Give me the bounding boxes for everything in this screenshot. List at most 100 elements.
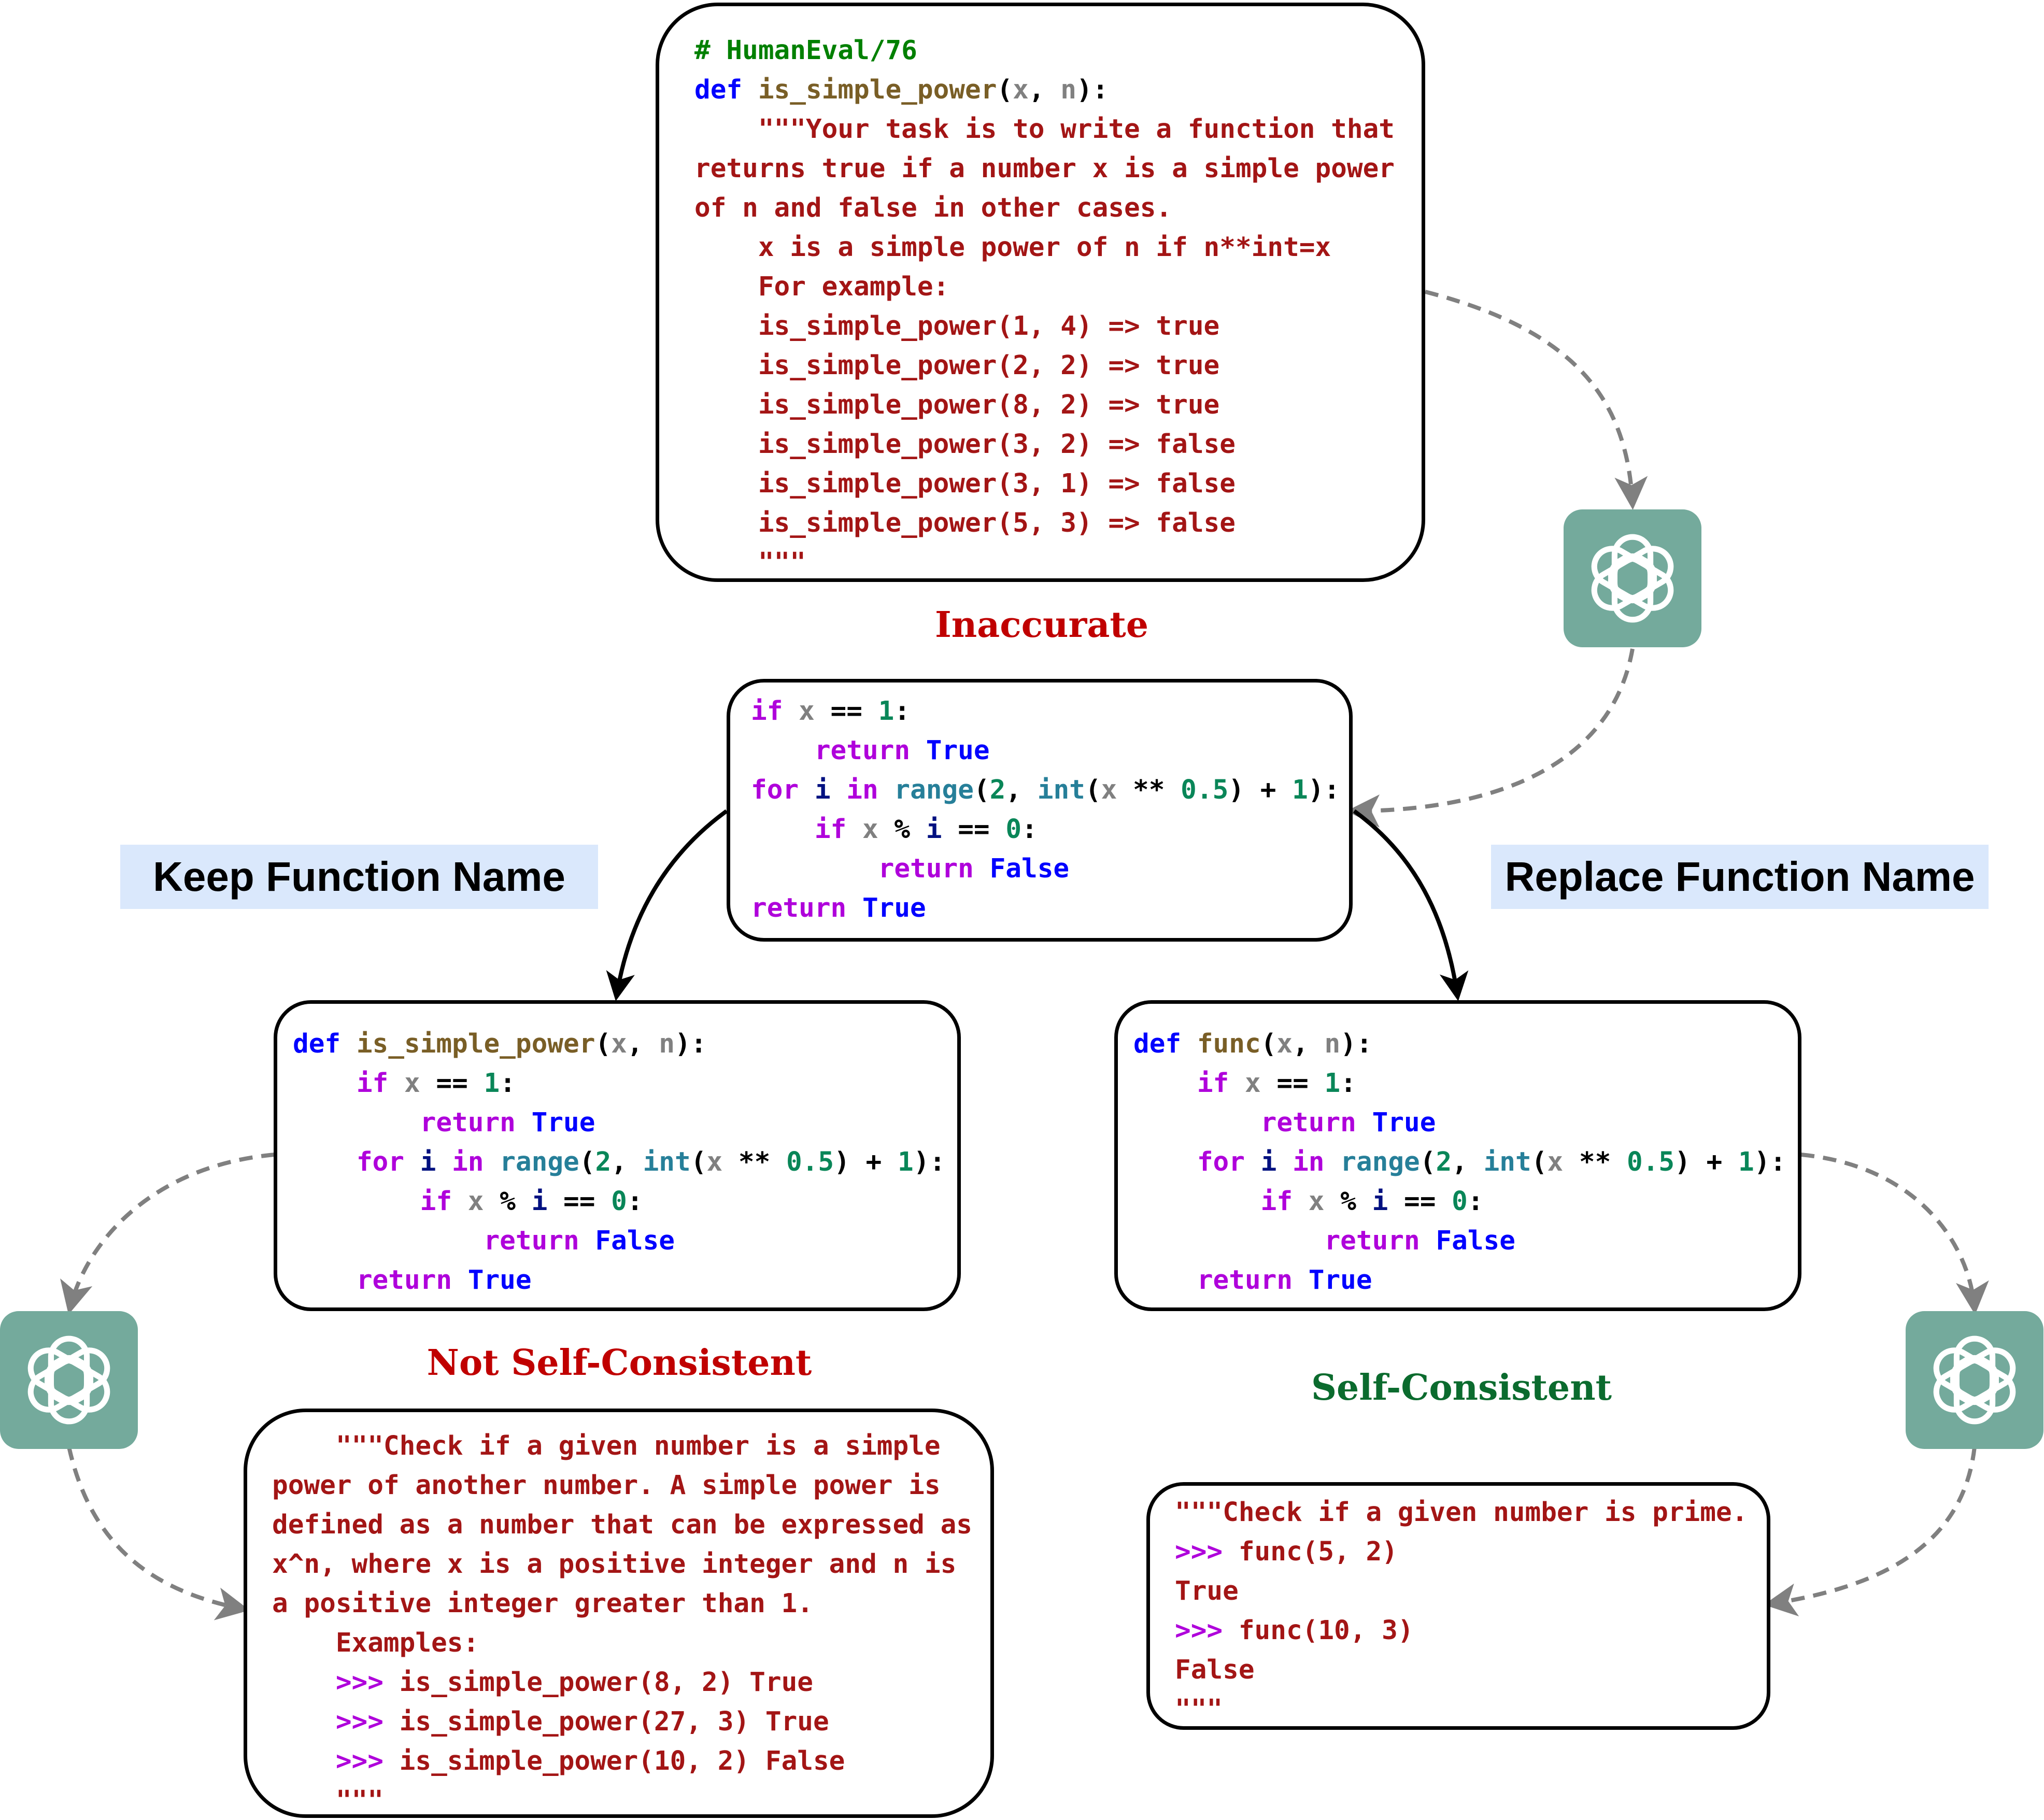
code-token: x is a simple power of n if n**int=x [694, 232, 1331, 263]
code-token: False [1436, 1226, 1515, 1256]
code-token: x^n, where x is a positive integer and n… [272, 1549, 957, 1580]
code-token: return [1324, 1226, 1436, 1256]
llm-to-code-arrow [1346, 648, 1635, 828]
code-token: ) + [834, 1147, 898, 1177]
code-token: int [1483, 1147, 1531, 1177]
code-token: ( [690, 1147, 707, 1177]
code-token: ( [997, 75, 1013, 105]
code-line: defined as a number that can be expresse… [272, 1505, 972, 1545]
code-token [272, 1667, 336, 1698]
keep-code-to-llm-arrow [60, 1153, 275, 1315]
code-token: power of another number. A simple power … [272, 1470, 941, 1501]
code-token: x [862, 814, 878, 845]
code-line: >>> func(5, 2) [1175, 1532, 1748, 1572]
code-line: >>> is_simple_power(27, 3) True [272, 1702, 972, 1742]
code-token [272, 1707, 336, 1737]
code-line: # HumanEval/76 [694, 31, 1395, 70]
code-line: """Check if a given number is prime. [1175, 1493, 1748, 1532]
replace-name-docstring-box: """Check if a given number is prime.>>> … [1146, 1482, 1770, 1730]
code-token: in [436, 1147, 500, 1177]
code-token: func(10, 3) [1238, 1615, 1414, 1646]
code-line: >>> func(10, 3) [1175, 1611, 1748, 1651]
code-token: of n and false in other cases. [694, 193, 1172, 223]
code-token: : [627, 1186, 643, 1217]
code-token: == [1388, 1186, 1452, 1217]
code-line: return False [1133, 1221, 1786, 1261]
llm-logo-icon [0, 1311, 138, 1449]
code-token: x [1244, 1068, 1261, 1099]
code-line: a positive integer greater than 1. [272, 1584, 972, 1624]
code-token: x [404, 1068, 420, 1099]
code-token: for [1197, 1147, 1261, 1177]
code-token: return [751, 893, 862, 923]
code-token: for [356, 1147, 420, 1177]
code-token: int [1037, 775, 1085, 805]
inaccurate-label: Inaccurate [934, 604, 1149, 646]
code-line: return False [751, 849, 1340, 889]
code-line: is_simple_power(5, 3) => false [694, 504, 1395, 543]
code-token: 2 [595, 1147, 612, 1177]
code-token: ( [1531, 1147, 1548, 1177]
code-token: if [420, 1186, 468, 1217]
code-token: return [814, 735, 926, 766]
code-token: 0 [1452, 1186, 1468, 1217]
code-token: # HumanEval/76 [694, 35, 917, 66]
code-token [1133, 1107, 1261, 1138]
code-token: range [1340, 1147, 1420, 1177]
code-token: ** [1117, 775, 1181, 805]
code-token: is_simple_power [356, 1029, 595, 1059]
code-token: x [706, 1147, 723, 1177]
code-token [293, 1068, 357, 1099]
code-token: True [531, 1107, 595, 1138]
code-line: """ [1175, 1690, 1748, 1729]
code-token [751, 735, 815, 766]
code-token: x [1101, 775, 1117, 805]
code-token: : [1340, 1068, 1356, 1099]
code-token: 1 [1738, 1147, 1754, 1177]
code-token [1133, 1186, 1261, 1217]
not-self-consistent-label: Not Self-Consistent [427, 1342, 812, 1384]
code-token: 1 [1292, 775, 1308, 805]
code-token: if [1197, 1068, 1245, 1099]
code-token: True [1308, 1265, 1372, 1296]
code-line: False [1175, 1651, 1748, 1690]
code-token: ( [1260, 1029, 1277, 1059]
code-line: if x == 1: [751, 692, 1340, 731]
code-line: of n and false in other cases. [694, 189, 1395, 228]
code-token: == [814, 696, 878, 727]
code-token: 0.5 [786, 1147, 834, 1177]
replace-name-code-box: def func(x, n): if x == 1: return True f… [1114, 1000, 1801, 1311]
code-line: return False [293, 1221, 945, 1261]
code-line: """ [694, 543, 1395, 582]
code-token: range [500, 1147, 579, 1177]
code-token: % [484, 1186, 532, 1217]
code-token: ) + [1228, 775, 1293, 805]
code-token [272, 1746, 336, 1776]
code-token: return [356, 1265, 468, 1296]
code-line: returns true if a number x is a simple p… [694, 149, 1395, 189]
code-line: return True [751, 889, 1340, 928]
llm-logo-icon [1906, 1311, 2043, 1449]
code-token: x [1013, 75, 1029, 105]
code-line: Examples: [272, 1624, 972, 1663]
llm-to-replace-docstring-arrow [1764, 1446, 1977, 1616]
code-token: ( [595, 1029, 612, 1059]
code-token: is_simple_power [758, 75, 997, 105]
code-token: == [547, 1186, 612, 1217]
keep-name-code: def is_simple_power(x, n): if x == 1: re… [293, 1025, 945, 1300]
code-token: x [611, 1029, 627, 1059]
code-token: def [694, 75, 758, 105]
code-line: return True [293, 1261, 945, 1300]
code-token: """Your task is to write a function that [694, 114, 1395, 145]
code-token: ): [1308, 775, 1340, 805]
code-token: is_simple_power(27, 3) True [399, 1707, 829, 1737]
code-token: , [1452, 1147, 1484, 1177]
code-line: def func(x, n): [1133, 1025, 1786, 1064]
code-token: in [1276, 1147, 1341, 1177]
code-token: ** [1563, 1147, 1627, 1177]
code-token: ): [1340, 1029, 1372, 1059]
code-line: def is_simple_power(x, n): [293, 1025, 945, 1064]
code-line: is_simple_power(1, 4) => true [694, 307, 1395, 346]
